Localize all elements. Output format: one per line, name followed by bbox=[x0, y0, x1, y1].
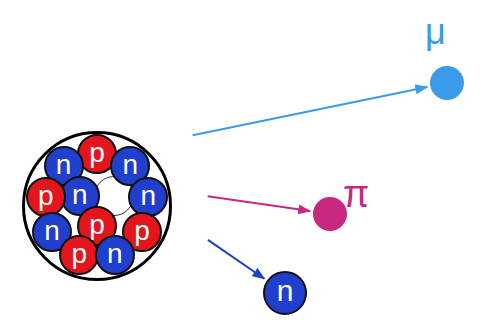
nucleon-circle: n bbox=[95, 235, 135, 275]
nucleon-letter: p bbox=[134, 217, 150, 245]
particle-dot: π bbox=[313, 197, 347, 231]
particle-symbol: μ bbox=[425, 14, 459, 50]
nucleon-letter: n bbox=[72, 181, 88, 209]
nucleon-letter: n bbox=[56, 151, 72, 179]
nucleon-letter: p bbox=[71, 240, 87, 268]
nucleon-letter: n bbox=[107, 240, 123, 268]
particle-dot: μ bbox=[430, 66, 464, 100]
nucleon-letter: n bbox=[140, 182, 156, 210]
emission-arrow bbox=[208, 240, 265, 279]
nucleon-letter: p bbox=[89, 139, 105, 167]
nucleon-letter: n bbox=[123, 151, 139, 179]
nucleon-circle: n bbox=[128, 177, 168, 217]
nucleon-letter: p bbox=[89, 211, 105, 239]
nucleus-circle: pnnnpnpnppn bbox=[22, 131, 172, 281]
nucleon-letter: p bbox=[38, 182, 54, 210]
particle-symbol: π bbox=[343, 175, 377, 213]
emission-arrow bbox=[193, 87, 428, 135]
nucleon-circle: p bbox=[59, 235, 99, 275]
nucleon-letter: n bbox=[44, 217, 60, 245]
emission-arrow bbox=[208, 196, 311, 211]
nucleon-circle: p bbox=[26, 177, 66, 217]
neutron-circle: n bbox=[263, 271, 307, 315]
particle-letter: n bbox=[277, 276, 294, 306]
